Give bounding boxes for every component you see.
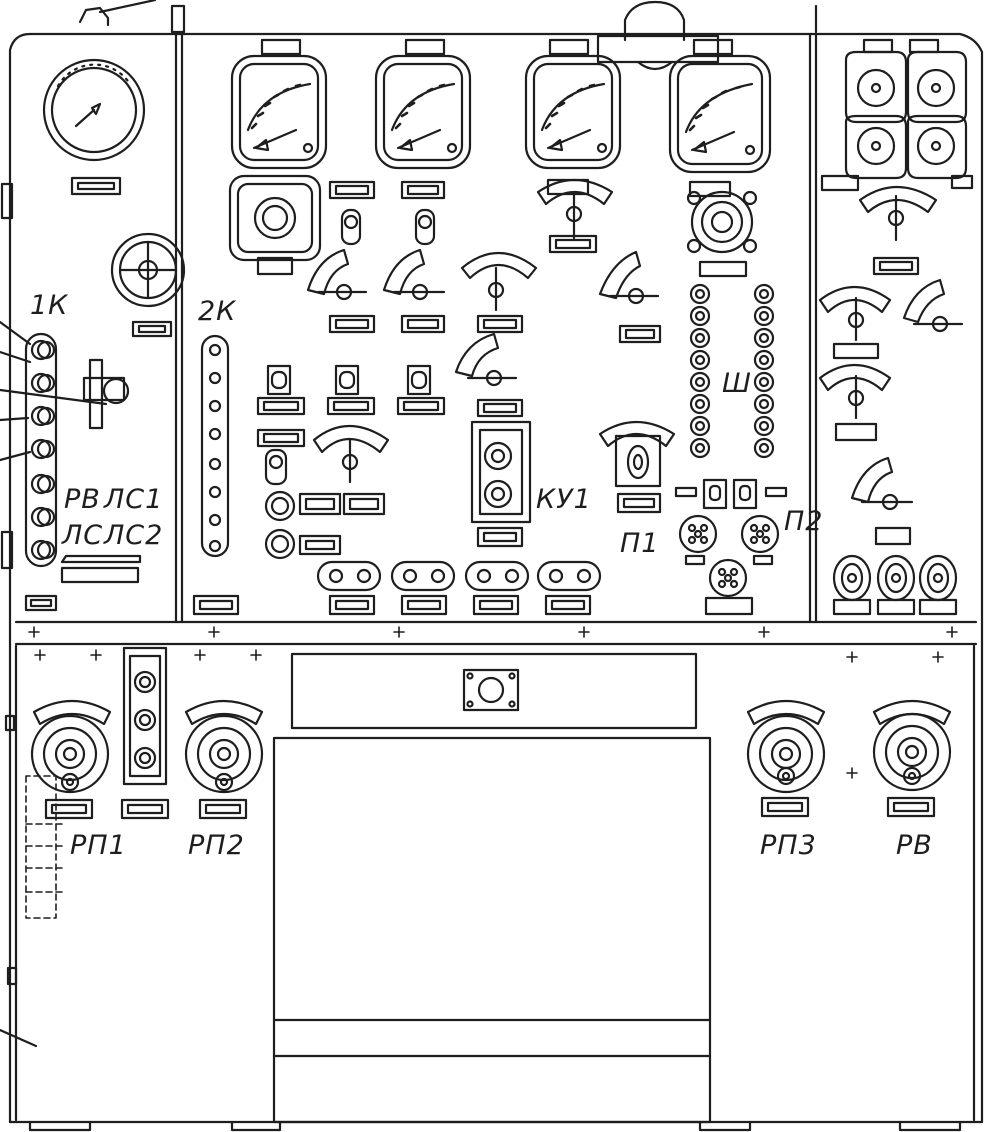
screw-crosses [29,627,957,778]
handwheel [112,234,184,336]
left-pressure-gauge [44,60,144,194]
label-rv-bottom: РВ [896,830,933,861]
label-p2: П2 [784,506,824,537]
selector-knob [688,192,756,252]
indicator-lamps [266,492,294,558]
rp1-switch [32,701,110,818]
lower-center-box [274,654,710,1122]
center-plates-row2 [258,236,746,554]
top-fittings [80,0,816,69]
label-1k: 1К [30,290,69,321]
clock-gauges [822,40,972,274]
button-strip-1k [26,334,56,566]
side-switch [84,360,128,428]
meter-3 [526,40,620,168]
toggle-switches [266,210,434,484]
label-ku1: КУ1 [536,484,592,515]
p1-switch [616,436,660,486]
label-ls: ЛС [62,520,104,551]
label-rp2: РП2 [188,830,245,861]
rail-2k [202,336,228,556]
square-button [230,176,320,274]
label-p1: П1 [620,528,660,559]
left-label-plates [26,556,140,610]
label-rv: РВ [64,484,101,515]
connector-sh [691,285,773,457]
label-rp3: РП3 [760,830,817,861]
rp3-switch [748,701,824,816]
p2-fuses [676,480,786,614]
right-rotary-switches [820,280,962,544]
lower-left-lamp-column [122,648,168,818]
meter-2 [376,40,470,168]
right-oval-lamps [834,556,956,614]
center-plates-row1 [330,180,730,198]
rv-switch [874,701,950,816]
label-rp1: РП1 [70,830,127,861]
label-ls2: ЛС2 [104,520,164,551]
label-sh: Ш [722,368,752,399]
oval-buttons [194,562,600,614]
panel-frame [0,34,982,1130]
ku1-block [472,422,530,522]
meter-1 [232,40,326,168]
rp2-switch [186,701,262,818]
rp1-cable-rack [26,776,62,918]
label-ls1: ЛС1 [104,484,164,515]
rotary-switches [308,180,674,482]
label-2k: 2К [198,296,237,327]
meter-4 [670,40,770,172]
